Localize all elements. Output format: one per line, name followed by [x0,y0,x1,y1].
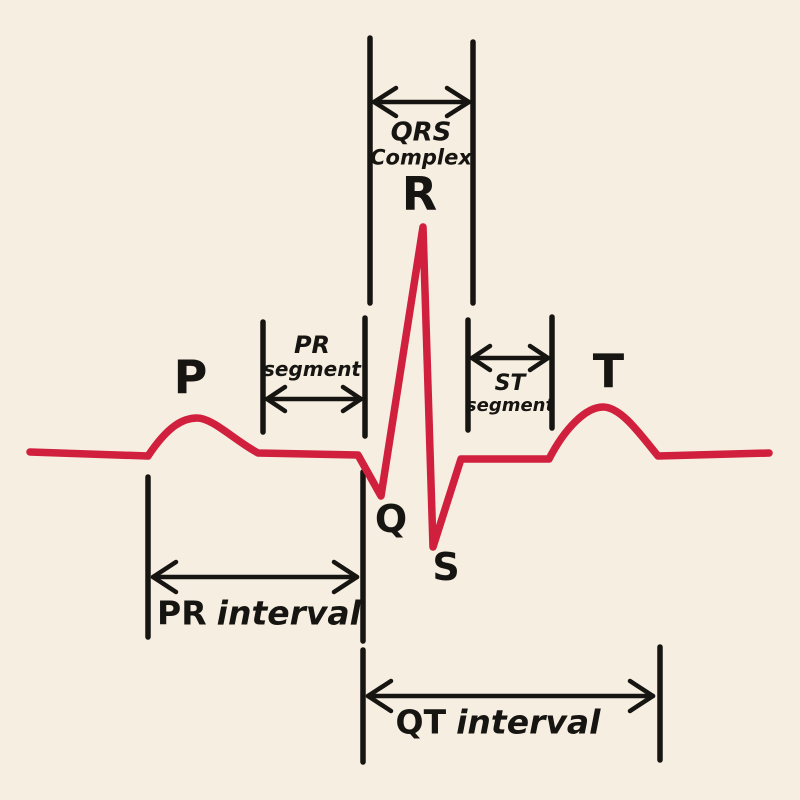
pr-interval-label-prefix: PR [157,593,207,633]
st-segment-label-line1: ST [494,371,526,396]
pr-segment-arrow [264,384,364,414]
qrs-complex-label-line2: Complex [370,145,472,170]
pr-segment-label-line2: segment [263,357,361,381]
pr-segment-label: PR segment [263,333,361,379]
qrs-width-arrow [371,85,472,119]
pr-segment-label-line1: PR [293,331,331,359]
qrs-complex-label: QRS Complex [370,120,472,169]
p-wave-label: P [173,350,209,404]
pr-interval-arrow [150,559,360,595]
q-wave-label: Q [374,497,408,541]
ecg-waveform [26,223,773,551]
qt-interval-label-prefix: QT [395,702,447,742]
s-wave-label: S [432,545,460,589]
qt-interval-arrow [365,678,656,714]
t-wave-label: T [592,344,626,398]
r-wave-label: R [401,167,439,221]
st-segment-label-line2: segment [465,395,555,416]
st-segment-arrow [469,343,551,373]
pr-interval-label-suffix: interval [216,593,361,633]
qt-interval-label-suffix: interval [456,702,601,742]
qrs-complex-label-line1: QRS [390,117,452,148]
st-segment-label: ST segment [466,373,554,415]
